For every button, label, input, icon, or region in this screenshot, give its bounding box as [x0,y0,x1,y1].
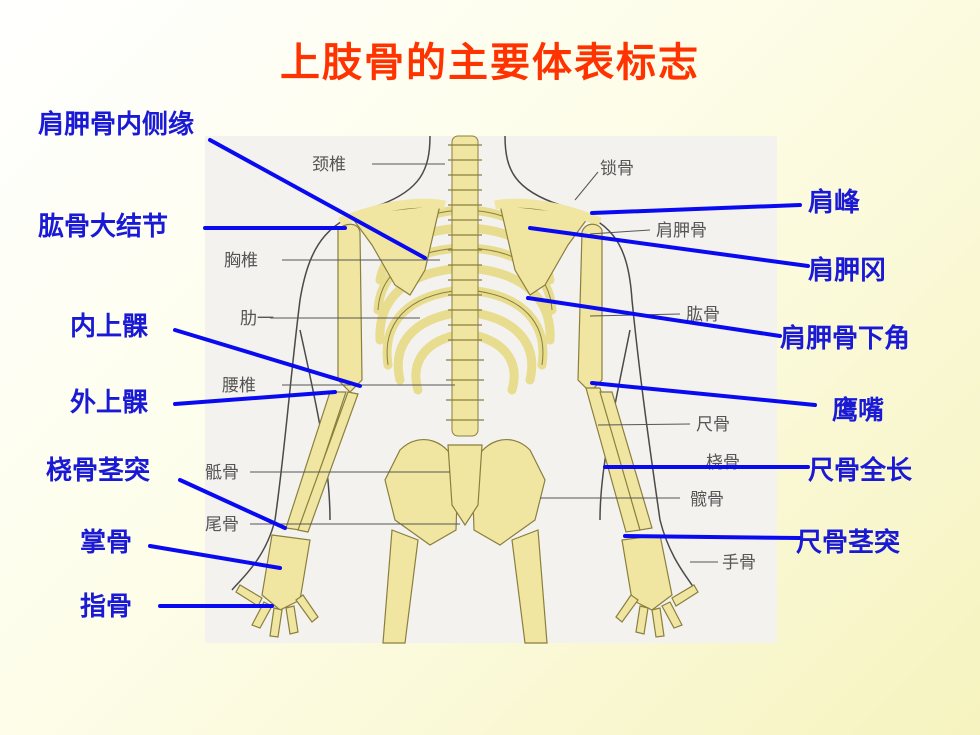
figure-label-rib1: 肋一 [240,309,274,329]
forearm-bones [285,387,653,533]
label-scapular-spine: 肩胛冈 [808,256,887,286]
figure-label-thoracic: 胸椎 [224,251,258,271]
leader-radial-styloid [178,478,287,530]
figure-label-lumbar: 腰椎 [222,376,256,396]
figure-label-cervical: 颈椎 [312,155,346,175]
leader-ulnar-styloid [623,534,802,540]
figure-label-humerus: 肱骨 [686,305,720,325]
figure-leader-lines [250,163,718,563]
figure-label-radius: 桡骨 [706,453,740,473]
spine [451,135,479,437]
figure-label-sacrum: 骶骨 [205,463,239,483]
label-lateral-epicondyle: 外上髁 [70,388,149,418]
label-phalanx: 指骨 [80,592,133,622]
femurs [382,529,548,644]
label-ulnar-styloid: 尺骨茎突 [796,528,901,558]
label-medial-border-scapula: 肩胛骨内侧缘 [38,110,195,140]
label-radial-styloid: 桡骨茎突 [46,456,151,486]
leader-inferior-angle [526,296,782,338]
label-greater-tubercle: 肱骨大结节 [38,212,169,242]
leader-scapular-spine [528,226,810,268]
annotation-leader-lines [148,138,817,608]
pelvis [384,439,546,546]
figure-label-ulna: 尺骨 [696,415,730,435]
label-ulna-full-length: 尺骨全长 [808,456,913,486]
leader-medial-epicondyle [173,328,362,388]
label-acromion: 肩峰 [808,188,861,218]
label-olecranon: 鹰嘴 [832,396,885,426]
label-medial-epicondyle: 内上髁 [70,312,149,342]
figure-label-hip: 髋骨 [690,490,724,510]
leader-metacarpal [148,544,282,570]
label-metacarpal: 掌骨 [80,528,133,558]
label-inferior-angle: 肩胛骨下角 [780,324,911,354]
figure-label-coccyx: 尾骨 [205,515,239,535]
leader-olecranon [590,381,817,407]
figure-label-scapula: 肩胛骨 [656,221,707,241]
hands [235,534,699,638]
leader-acromion [590,203,802,215]
page-title: 上肢骨的主要体表标志 [280,40,700,86]
figure-label-clavicle: 锁骨 [600,159,634,179]
vertebrae [446,144,484,421]
leader-medial-border [208,138,427,260]
leader-lateral-epicondyle [173,390,337,406]
figure-label-hand: 手骨 [722,553,756,573]
